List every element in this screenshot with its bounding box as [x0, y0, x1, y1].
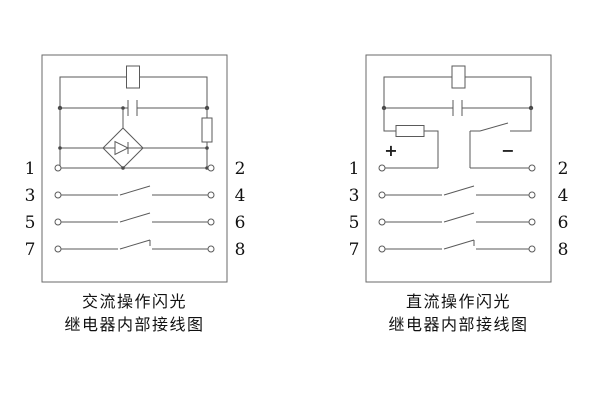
terminal-number: 7	[25, 240, 36, 260]
terminal-circle	[207, 164, 215, 172]
ac-coil-wires	[59, 76, 208, 108]
terminal-number: 6	[558, 213, 569, 233]
dc-coil-wires	[383, 76, 532, 108]
dc-enclosure-box	[365, 54, 552, 283]
terminal-number: 4	[235, 186, 246, 206]
dc-terminal-circles	[378, 164, 536, 253]
resistor-icon	[201, 117, 213, 143]
junction-dot	[58, 146, 62, 150]
terminal-number: 7	[349, 240, 360, 260]
dc-contact-row-3-4	[385, 185, 529, 196]
terminal-circle	[528, 164, 536, 172]
terminal-number: 6	[235, 213, 246, 233]
terminal-circle	[54, 191, 62, 199]
terminal-circle	[378, 245, 386, 253]
polarity-plus-label: +	[384, 141, 397, 160]
ac-caption-line2: 继电器内部接线图	[64, 316, 204, 334]
ac-contact-row-7-8	[61, 239, 208, 250]
ac-terminal-circles	[54, 164, 215, 253]
dc-caption-line1: 直流操作闪光	[406, 293, 511, 311]
terminal-number: 2	[235, 159, 246, 179]
terminal-number: 3	[349, 186, 360, 206]
dc-contact-row-5-6	[385, 212, 529, 223]
terminal-circle	[528, 245, 536, 253]
terminal-circle	[528, 191, 536, 199]
terminal-circle	[207, 218, 215, 226]
junction-dot	[121, 166, 125, 170]
terminal-circle	[207, 191, 215, 199]
terminal-number: 8	[558, 240, 569, 260]
terminal-number: 2	[558, 159, 569, 179]
ac-enclosure-box	[41, 54, 228, 283]
resistor-icon	[395, 125, 425, 137]
terminal-circle	[54, 218, 62, 226]
ac-contact-row-5-6	[61, 212, 208, 223]
terminal-number: 5	[349, 213, 360, 233]
terminal-circle	[54, 164, 62, 172]
terminal-circle	[528, 218, 536, 226]
terminal-circle	[378, 164, 386, 172]
terminal-number: 5	[25, 213, 36, 233]
terminal-circle	[54, 245, 62, 253]
dc-resistor-wires	[383, 108, 439, 168]
dc-caption-line2: 继电器内部接线图	[388, 316, 528, 334]
dc-switch-wires	[469, 108, 532, 168]
terminal-number: 4	[558, 186, 569, 206]
ac-relay-diagram: 1 3 5 7 2 4 6 8 交流操作闪光 继电器内部接线图	[25, 54, 246, 334]
terminal-number: 1	[25, 159, 36, 179]
dc-relay-diagram: + − 1 3 5 7 2 4 6	[349, 54, 569, 334]
relay-coil-icon	[126, 65, 140, 89]
terminal-circle	[207, 245, 215, 253]
polarity-minus-label: −	[501, 141, 514, 160]
terminal-number: 1	[349, 159, 360, 179]
ac-contact-row-3-4	[61, 185, 208, 196]
dc-contact-row-7-8	[385, 239, 529, 250]
junction-dot	[205, 146, 209, 150]
terminal-circle	[378, 218, 386, 226]
terminal-number: 3	[25, 186, 36, 206]
capacitor-icon	[452, 100, 463, 116]
ac-caption-line1: 交流操作闪光	[82, 293, 187, 311]
junction-dot	[121, 106, 125, 110]
terminal-number: 8	[235, 240, 246, 260]
capacitor-icon	[127, 100, 138, 116]
diode-icon	[114, 140, 130, 156]
relay-coil-icon	[451, 65, 466, 89]
terminal-circle	[378, 191, 386, 199]
